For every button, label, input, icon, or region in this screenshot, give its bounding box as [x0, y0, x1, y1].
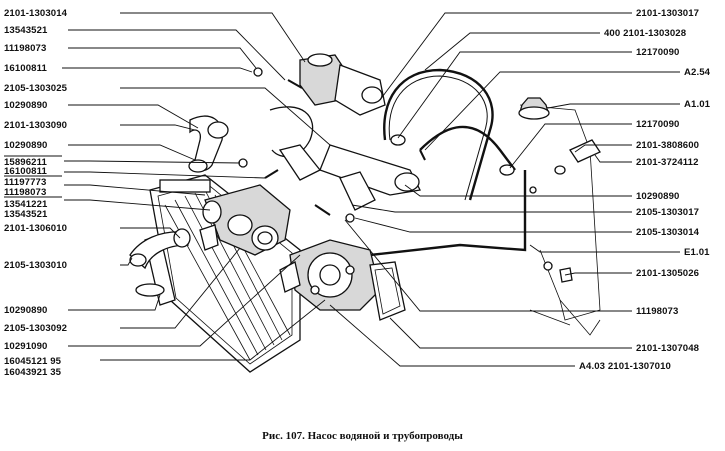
label-left: 2101-1303014	[4, 8, 68, 19]
temperature-sensor	[554, 139, 601, 175]
label-left: 10291090	[4, 341, 48, 352]
label-right: 11198073	[636, 306, 679, 317]
label-left: 16043921 35	[4, 367, 62, 378]
label-right: A4.03 2101-1307010	[579, 361, 671, 372]
label-left: 15896211	[4, 157, 47, 168]
label-left: 13543521	[4, 209, 48, 220]
label-right: 400 2101-1303028	[604, 28, 687, 39]
leader-lines	[4, 12, 331, 361]
label-right: 2105-1303017	[636, 207, 700, 218]
pump-gasket	[369, 261, 406, 321]
label-right: 2101-1307048	[636, 343, 700, 354]
pump-pipe	[251, 225, 279, 251]
label-right: 2101-1303017	[636, 8, 700, 19]
label-right: 2101-3808600	[636, 140, 700, 151]
label-left: 2105-1303025	[4, 83, 68, 94]
label-left: 2105-1303092	[4, 323, 68, 334]
filler-cap	[518, 97, 550, 120]
label-right: 12170090	[636, 119, 680, 130]
label-right: 2101-3724112	[636, 157, 699, 168]
thermostat	[299, 53, 386, 116]
engine-block	[519, 104, 601, 336]
heater-pipe	[319, 144, 421, 211]
label-right: A1.01	[684, 99, 711, 110]
leader-lines-right	[329, 12, 680, 367]
label-right: E1.01	[684, 247, 710, 258]
label-left: 16100811	[4, 166, 47, 177]
label-left: 11198073	[4, 187, 47, 198]
label-left: 13541221	[4, 199, 48, 210]
label-left: 10290890	[4, 140, 48, 151]
water-pump	[279, 239, 381, 311]
label-left: 16100811	[4, 63, 47, 74]
label-right: 12170090	[636, 47, 680, 58]
label-right: A2.54	[684, 67, 711, 78]
label-left: 13543521	[4, 25, 48, 36]
upper-hose	[188, 115, 229, 173]
label-left: 2101-1303090	[4, 120, 68, 131]
label-left: 2101-1306010	[4, 223, 68, 234]
label-left: 2105-1303010	[4, 260, 68, 271]
label-left: 16045121 95	[4, 356, 62, 367]
label-right: 2101-1305026	[636, 268, 700, 279]
label-left: 11197773	[4, 177, 47, 188]
heater-hoses	[369, 68, 527, 257]
bypass-hose	[269, 106, 322, 181]
label-right: 10290890	[636, 191, 680, 202]
label-left: 10290890	[4, 305, 48, 316]
label-right: 2105-1303014	[636, 227, 700, 238]
lower-hose	[129, 228, 191, 297]
label-left: 10290890	[4, 100, 48, 111]
label-left: 11198073	[4, 43, 47, 54]
figure-caption: Рис. 107. Насос водяной и трубопроводы	[262, 430, 463, 442]
